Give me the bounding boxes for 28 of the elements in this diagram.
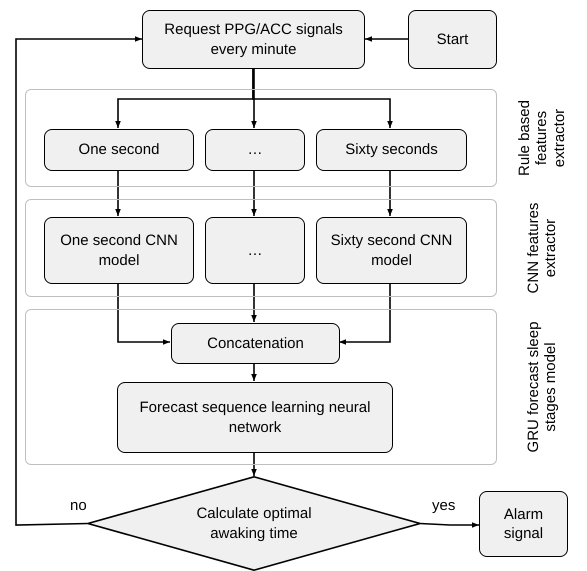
process-box: Sixty seconds [316,129,467,171]
group-label: GRU forecast sleep stages model [524,320,560,454]
group-label: Rule based features extractor [516,99,568,178]
process-box: Sixty second CNN model [316,217,467,284]
process-box: … [205,129,305,171]
arrow [251,452,257,476]
process-box: Alarm signal [479,491,568,557]
process-box: Forecast sequence learning neural network [117,382,393,453]
arrow [339,283,391,345]
arrow [251,283,257,322]
process-box: Concatenation [171,323,340,364]
arrow [251,69,257,128]
arrow [251,170,257,216]
decision-diamond: Calculate optimal awaking time [88,476,420,571]
process-box: Start [408,10,497,69]
arrow [117,283,170,345]
arrow [387,170,393,216]
process-box: One second [44,129,194,171]
process-box: Request PPG/ACC signals every minute [142,10,365,69]
arrow [252,69,393,128]
arrow [15,36,142,526]
arrow [420,522,479,528]
process-box: … [205,217,305,284]
arrow [365,36,408,42]
process-box: One second CNN model [44,217,194,284]
arrow [115,170,121,216]
group-label: CNN features extractor [524,202,560,295]
arrow [251,363,257,381]
